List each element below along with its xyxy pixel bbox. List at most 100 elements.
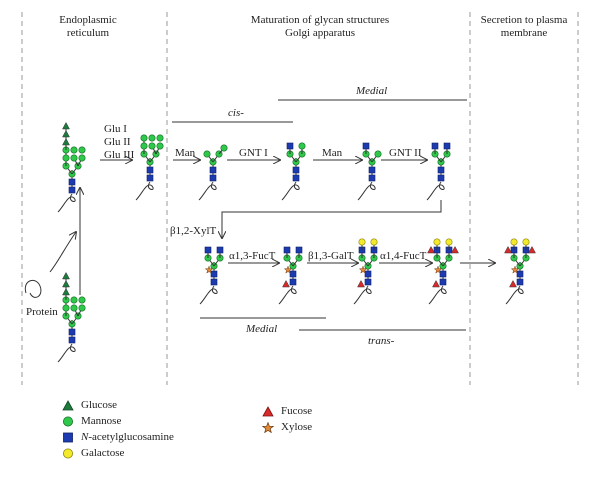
glcnac-mark xyxy=(146,166,154,174)
protein-chain xyxy=(57,193,76,213)
glcnac-mark xyxy=(364,278,372,286)
glcnac-mark xyxy=(283,246,291,254)
glycan-gnt2 xyxy=(426,142,451,201)
legend-glcnac-label: N-acetylglucosamine xyxy=(81,431,174,443)
glucose-mark xyxy=(62,287,70,296)
label-gnt2: GNT II xyxy=(389,147,422,159)
header-secretion: Secretion to plasma membrane xyxy=(468,14,580,40)
mannose-mark xyxy=(78,146,86,154)
galactose-icon xyxy=(63,448,73,458)
mannose-mark xyxy=(78,296,86,304)
label-fuct13: α1,3-FucT xyxy=(229,250,276,262)
glcnac-mark xyxy=(209,166,217,174)
glcnac-mark xyxy=(443,142,451,150)
protein-chain xyxy=(428,285,447,305)
glcnac-mark xyxy=(286,142,294,150)
header-golgi-text: Maturation of glycan structures Golgi ap… xyxy=(250,14,390,39)
glcnac-mark xyxy=(431,142,439,150)
mannose-mark xyxy=(203,150,211,158)
label-gnt1: GNT I xyxy=(239,147,268,159)
mannose-mark xyxy=(156,134,164,142)
legend-xylose-label: Xylose xyxy=(281,421,313,433)
glucose-mark xyxy=(62,271,70,280)
glcnac-mark xyxy=(362,142,370,150)
mannose-mark xyxy=(156,142,164,150)
mannose-mark xyxy=(78,154,86,162)
glucose-mark xyxy=(62,121,70,130)
glcnac-mark xyxy=(68,178,76,186)
glycan-xyl xyxy=(199,246,224,305)
mannose-mark xyxy=(62,304,70,312)
galactose-mark xyxy=(445,238,453,246)
glcnac-mark xyxy=(204,246,212,254)
glcnac-mark xyxy=(292,166,300,174)
glcnac-mark xyxy=(289,270,297,278)
protein-chain xyxy=(505,285,524,305)
mannose-mark xyxy=(140,134,148,142)
glcnac-mark xyxy=(146,174,154,182)
glucose-mark xyxy=(62,279,70,288)
mannose-mark xyxy=(62,154,70,162)
glcnac-mark xyxy=(516,270,524,278)
glcnac-mark xyxy=(295,246,303,254)
fucose-mark xyxy=(528,245,536,254)
protein-chain xyxy=(353,285,372,305)
xylose-mark xyxy=(510,265,520,274)
legend-mannose-label: Mannose xyxy=(81,415,122,427)
fucose-mark xyxy=(509,279,517,288)
xylose-mark xyxy=(433,265,443,274)
glycan-man2 xyxy=(357,142,382,201)
galactose-mark xyxy=(522,238,530,246)
glcnac-mark xyxy=(437,174,445,182)
protein-chain xyxy=(278,285,297,305)
galactose-mark xyxy=(358,238,366,246)
glcnac-mark xyxy=(516,278,524,286)
protein-chain xyxy=(281,181,300,201)
glucose-mark xyxy=(62,137,70,146)
glcnac-mark xyxy=(437,166,445,174)
mannose-mark xyxy=(70,296,78,304)
protein-chain xyxy=(135,181,154,201)
header-golgi: Maturation of glycan structures Golgi ap… xyxy=(230,14,410,40)
legend-fucose: Fucose xyxy=(262,405,312,417)
mannose-mark xyxy=(70,154,78,162)
glycan-er-protein xyxy=(57,271,86,363)
mannose-mark xyxy=(78,304,86,312)
glycan-man9 xyxy=(135,134,164,201)
label-medial-bottom: Medial xyxy=(246,323,278,335)
header-secretion-text: Secretion to plasma membrane xyxy=(480,14,568,39)
glcnac-mark xyxy=(68,328,76,336)
glcnac-mark xyxy=(209,174,217,182)
header-er-text: Endoplasmic reticulum xyxy=(59,14,117,39)
arrow-er-curve xyxy=(49,232,76,273)
fucose-mark xyxy=(427,245,435,254)
label-cis: cis- xyxy=(228,107,244,119)
label-galt: β1,3-GalT xyxy=(308,250,354,262)
xylose-icon xyxy=(262,421,274,433)
glcnac-mark xyxy=(210,278,218,286)
legend-glucose: Glucose xyxy=(62,399,117,411)
fucose-mark xyxy=(357,279,365,288)
mannose-mark xyxy=(298,142,306,150)
mannose-mark xyxy=(70,146,78,154)
mannose-mark xyxy=(220,144,228,152)
legend-glcnac-prefix: N xyxy=(81,431,89,443)
glycan-structures xyxy=(57,121,536,363)
protein-chain xyxy=(57,343,76,363)
fucose-mark xyxy=(504,245,512,254)
glycan-er-precursor xyxy=(57,121,86,213)
glcnac-mark xyxy=(292,174,300,182)
header-er: Endoplasmic reticulum xyxy=(28,14,148,40)
legend-mannose: Mannose xyxy=(62,415,121,427)
arrow-xylt-connector xyxy=(222,200,442,238)
mannose-mark xyxy=(140,142,148,150)
glcnac-mark xyxy=(68,186,76,194)
legend-fucose-label: Fucose xyxy=(281,405,313,417)
glcnac-mark xyxy=(368,174,376,182)
label-man2: Man xyxy=(322,147,343,159)
galactose-mark xyxy=(370,238,378,246)
label-glu3: Glu III xyxy=(104,149,135,161)
protein-chain xyxy=(199,285,218,305)
label-fuct14: α1,4-FucT xyxy=(380,250,427,262)
